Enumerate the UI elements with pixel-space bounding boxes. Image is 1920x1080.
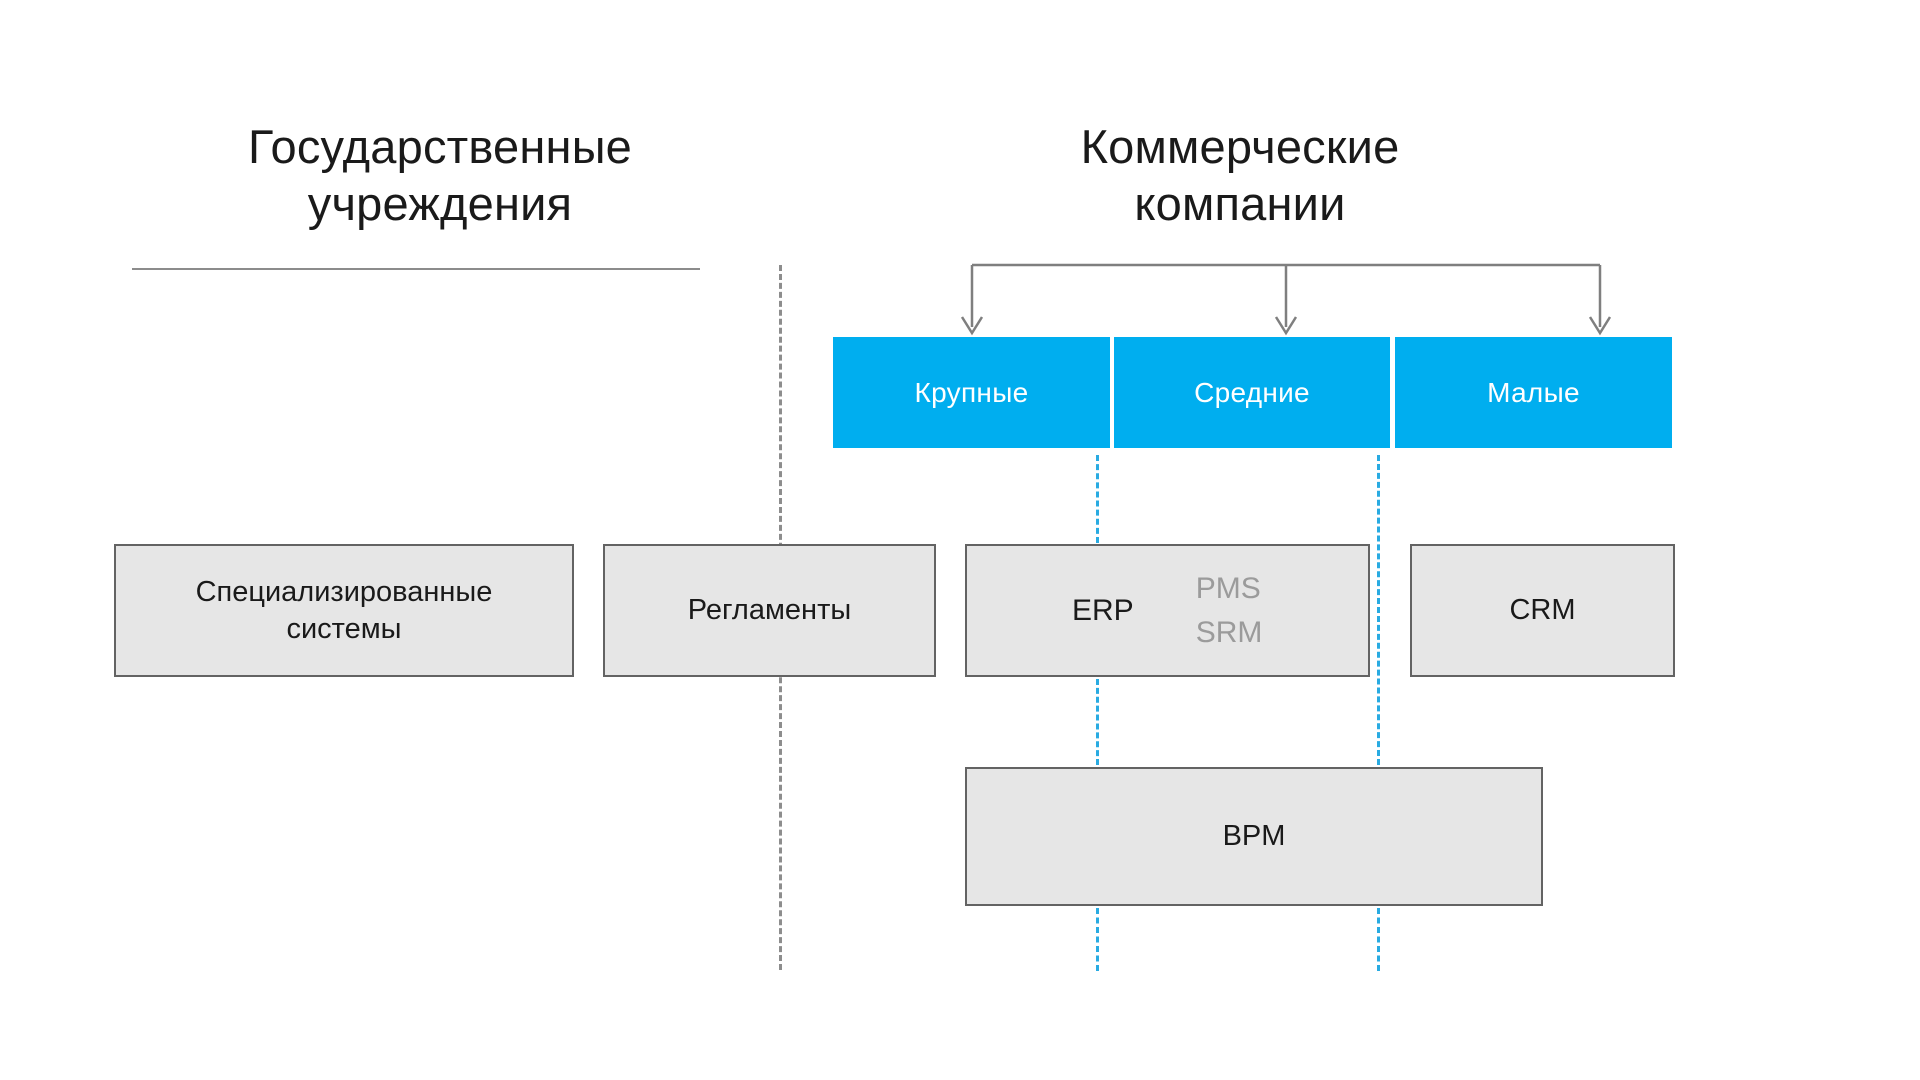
system-box-erp[interactable]: ERP PMS SRM bbox=[965, 544, 1370, 677]
government-title-underline bbox=[132, 268, 700, 270]
system-box-bpm[interactable]: BPM bbox=[965, 767, 1543, 906]
erp-related-systems: PMS SRM bbox=[1196, 573, 1263, 648]
segment-divider-medium-small-lower bbox=[1377, 908, 1380, 971]
heading-government-institutions: Государственные учреждения bbox=[247, 120, 633, 231]
segment-divider-large-medium-lower bbox=[1096, 908, 1099, 971]
segment-divider-medium-small-upper bbox=[1377, 455, 1380, 765]
company-size-small[interactable]: Малые bbox=[1395, 337, 1672, 448]
company-size-medium[interactable]: Средние bbox=[1114, 337, 1390, 448]
segment-divider-large-medium-middle bbox=[1096, 679, 1099, 765]
system-box-regulations[interactable]: Регламенты bbox=[603, 544, 936, 677]
erp-content: ERP PMS SRM bbox=[967, 546, 1368, 675]
segment-divider-large-medium-upper bbox=[1096, 455, 1099, 543]
erp-label: ERP bbox=[1072, 593, 1134, 627]
branch-connector bbox=[960, 263, 1612, 336]
heading-commercial-companies: Коммерческие компании bbox=[1080, 120, 1400, 231]
srm-label: SRM bbox=[1195, 615, 1263, 649]
system-box-crm[interactable]: CRM bbox=[1410, 544, 1675, 677]
system-box-specialized[interactable]: Специализированные системы bbox=[114, 544, 574, 677]
company-size-large[interactable]: Крупные bbox=[833, 337, 1110, 448]
pms-label: PMS bbox=[1195, 572, 1261, 605]
